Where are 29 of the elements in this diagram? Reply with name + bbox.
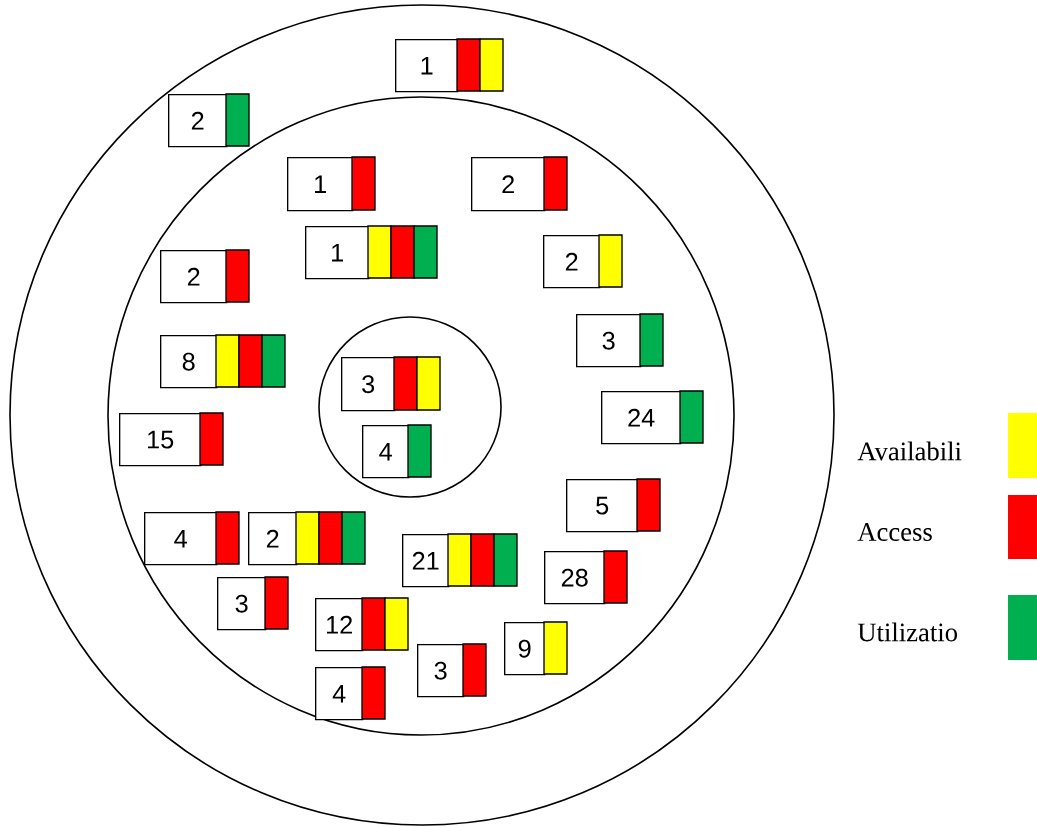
ring xyxy=(9,4,835,826)
tag-box: 24 xyxy=(601,390,704,445)
tag-box: 4 xyxy=(315,666,386,721)
tag-box: 2 xyxy=(168,93,250,148)
tag-box: 8 xyxy=(160,334,286,389)
tag-box: 3 xyxy=(341,356,441,412)
tag-box: 2 xyxy=(471,156,568,212)
ring xyxy=(107,96,735,736)
tag-box: 1 xyxy=(305,225,438,280)
tag-box: 2 xyxy=(543,234,623,289)
tag-box: 5 xyxy=(566,478,661,533)
tag-box: 4 xyxy=(362,424,432,479)
tag-box: 9 xyxy=(504,621,568,676)
legend-label: Utilizatio xyxy=(857,622,957,642)
tag-box: 3 xyxy=(217,576,289,631)
tag-box: 21 xyxy=(402,533,518,588)
tag-box: 1 xyxy=(287,156,376,212)
tag-box: 28 xyxy=(544,550,628,605)
tag-box: 2 xyxy=(248,511,366,566)
tag-box: 4 xyxy=(144,511,240,566)
tag-box: 12 xyxy=(315,597,409,652)
tag-box: 2 xyxy=(160,249,250,304)
tag-box: 1 xyxy=(395,38,504,93)
ring xyxy=(318,316,502,498)
tag-box: 3 xyxy=(576,313,664,368)
legend-label: Availabili xyxy=(857,441,962,461)
tag-box: 3 xyxy=(417,643,487,698)
tag-box: 15 xyxy=(119,412,224,467)
legend-label: Access xyxy=(857,523,932,541)
